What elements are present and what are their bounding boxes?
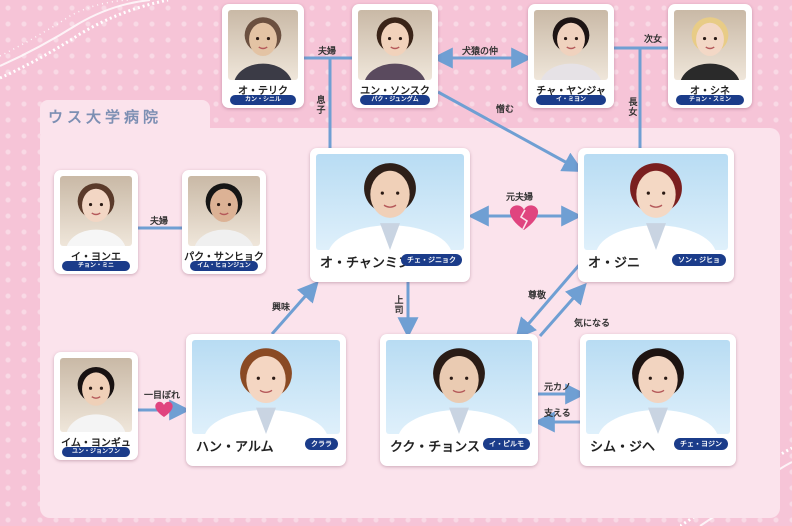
character-card-lee-yone: イ・ヨンエチョン・ミニ	[54, 170, 138, 274]
line-hate	[437, 90, 584, 173]
label-kyomi: 興味	[272, 303, 291, 313]
character-card-cha-yanja: チャ・ヤンジャイ・ミヨン	[528, 4, 614, 108]
character-name: イ・ヨンエ	[71, 252, 121, 263]
portrait-image	[188, 176, 260, 246]
character-name: パク・サンヒョク	[184, 252, 264, 263]
label-jijo: 次女	[644, 35, 663, 45]
actor-name-badge: クララ	[305, 438, 338, 450]
portrait-image	[228, 10, 298, 80]
character-name: クク・チョンス	[390, 440, 480, 455]
actor-name-badge: チョン・スミン	[676, 95, 744, 105]
character-name: シム・ジヘ	[590, 440, 656, 455]
character-card-oh-jini: オ・ジニ ソン・ジヒョ	[578, 148, 734, 282]
label-kenen: 犬猿の仲	[462, 47, 499, 57]
portrait-image	[358, 10, 432, 80]
portrait-image	[586, 340, 730, 434]
portrait-image	[674, 10, 746, 80]
label-musuko: 息子	[316, 96, 326, 116]
line-respect	[515, 263, 582, 340]
actor-name-badge: イ・ミヨン	[536, 95, 606, 105]
character-name: オ・シネ	[690, 86, 730, 97]
actor-name-badge: チェ・ヨジン	[674, 438, 728, 450]
portrait-image	[584, 154, 728, 250]
character-name: チャ・ヤンジャ	[536, 86, 606, 97]
label-moto-fuufu: 元夫婦	[506, 193, 534, 203]
line-interested	[538, 282, 587, 337]
actor-name-badge: ユン・ジョンフン	[62, 447, 130, 457]
actor-name-badge: チョン・ミニ	[62, 261, 130, 271]
character-card-yun-sonsuk: ユン・ソンスクパク・ジュングム	[352, 4, 438, 108]
portrait-image	[386, 340, 532, 434]
character-name: ハン・アルム	[196, 440, 274, 455]
lace-decoration-top-left	[0, 0, 169, 80]
heart-icon	[155, 401, 173, 417]
label-sasaeru: 支える	[544, 409, 571, 419]
broken-heart-icon	[509, 205, 539, 230]
line-interest	[270, 280, 319, 335]
actor-name-badge: ソン・ジヒョ	[672, 254, 726, 266]
character-name: ユン・ソンスク	[360, 86, 430, 97]
character-card-oh-chanmin: オ・チャンミンチェ・ジニョク	[310, 148, 470, 282]
actor-name-badge: パク・ジュングム	[360, 95, 430, 105]
portrait-image	[60, 358, 132, 432]
label-motokano: 元カノ	[544, 383, 572, 393]
label-kininaru: 気になる	[574, 319, 611, 329]
character-card-sim-jihe: シム・ジヘ チェ・ヨジン	[580, 334, 736, 466]
character-card-kuk-chonsu: クク・チョンスイ・ピルモ	[380, 334, 538, 466]
portrait-image	[534, 10, 608, 80]
label-chojo: 長女	[628, 98, 638, 118]
label-fuufu-1: 夫婦	[318, 47, 337, 57]
actor-name-badge: チェ・ジニョク	[401, 254, 462, 266]
character-card-im-yongyu: イム・ヨンギュユン・ジョンフン	[54, 352, 138, 460]
character-card-oh-sine: オ・シネチョン・スミン	[668, 4, 752, 108]
character-name: オ・チャンミン	[320, 256, 411, 271]
hospital-label: ウス大学病院	[48, 108, 163, 126]
actor-name-badge: イ・ピルモ	[483, 438, 530, 450]
character-card-han-arum: ハン・アルム クララ	[186, 334, 346, 466]
label-nikumu: 憎む	[496, 105, 515, 115]
character-card-oh-taekyu: オ・テリクカン・シニル	[222, 4, 304, 108]
portrait-image	[60, 176, 132, 246]
portrait-image	[316, 154, 464, 250]
actor-name-badge: カン・シニル	[230, 95, 296, 105]
label-fuufu-2: 夫婦	[150, 217, 169, 227]
portrait-image	[192, 340, 340, 434]
character-name: オ・テリク	[238, 86, 288, 97]
character-name: オ・ジニ	[588, 256, 641, 271]
character-name: イム・ヨンギュ	[61, 438, 131, 449]
label-joshi: 上司	[394, 296, 404, 316]
label-hitomebore: 一目ぼれ	[144, 391, 181, 401]
character-card-park-sanhyok: パク・サンヒョクイム・ヒョンジュン	[182, 170, 266, 274]
label-sonkei: 尊敬	[528, 291, 547, 301]
actor-name-badge: イム・ヒョンジュン	[190, 261, 258, 271]
